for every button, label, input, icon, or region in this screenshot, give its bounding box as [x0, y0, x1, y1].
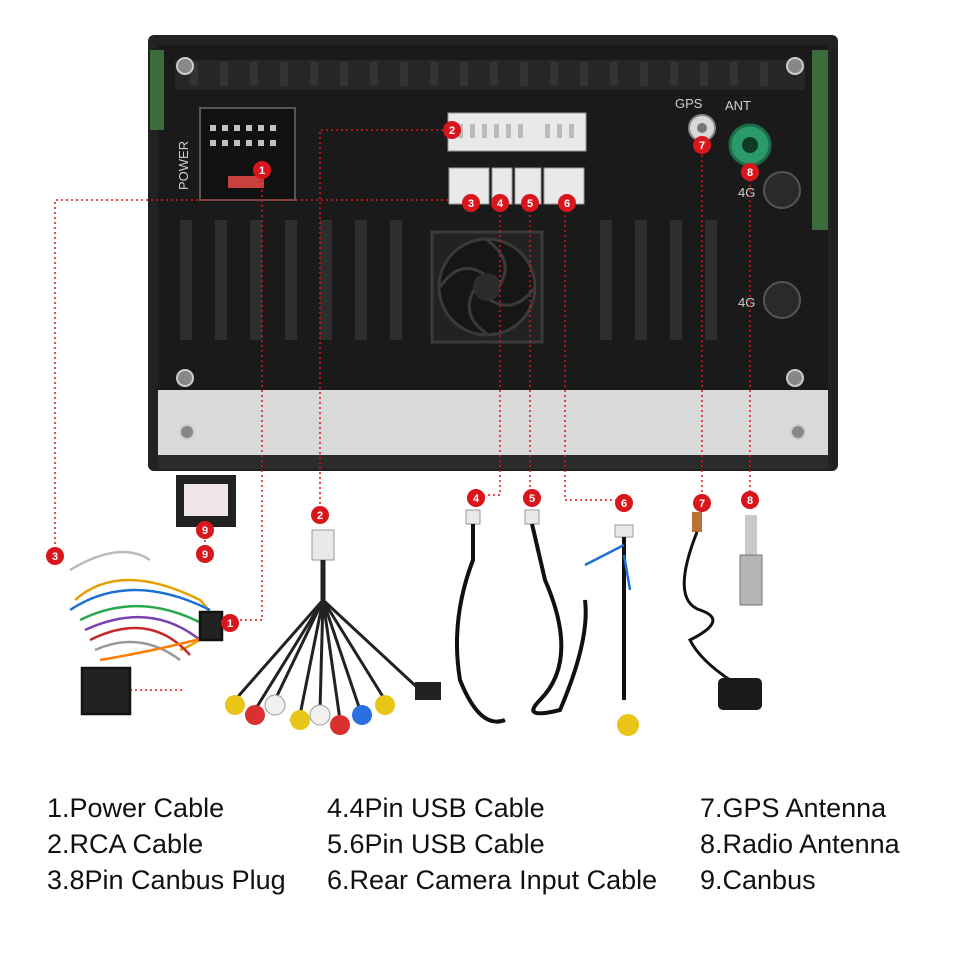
marker-7-cable: 7 — [693, 494, 711, 512]
legend-column-1: 1.Power Cable 2.RCA Cable 3.8Pin Canbus … — [47, 790, 286, 898]
svg-text:2: 2 — [317, 510, 323, 522]
legend-item-4pin-usb: 4.4Pin USB Cable — [327, 793, 545, 823]
marker-7: 7 — [693, 136, 711, 154]
marker-3-cable: 3 — [46, 547, 64, 565]
marker-3: 3 — [462, 194, 480, 212]
legend-item-canbus: 9.Canbus — [700, 865, 816, 895]
rear-camera-cable — [584, 524, 639, 736]
svg-text:7: 7 — [699, 498, 705, 510]
marker-2-cable: 2 — [311, 506, 329, 524]
lte-bottom-label: 4G — [738, 295, 755, 310]
svg-text:7: 7 — [699, 140, 705, 152]
svg-text:3: 3 — [52, 551, 58, 563]
cooling-fan — [430, 230, 544, 344]
power-harness — [69, 550, 224, 716]
number-markers: 1 2 3 4 5 6 7 8 9 2 3 9 1 4 5 6 7 8 — [46, 121, 759, 632]
legend-item-canbus-plug: 3.8Pin Canbus Plug — [47, 865, 286, 895]
svg-text:3: 3 — [468, 198, 474, 210]
svg-text:8: 8 — [747, 167, 753, 179]
marker-5-cable: 5 — [523, 489, 541, 507]
canbus-module — [176, 475, 236, 527]
leader-lines — [54, 129, 751, 691]
svg-text:8: 8 — [747, 495, 753, 507]
radio-antenna-port — [728, 123, 772, 167]
svg-text:9: 9 — [202, 525, 208, 537]
radio-antenna-adapter — [739, 515, 763, 606]
marker-1: 1 — [253, 161, 271, 179]
marker-8-cable: 8 — [741, 491, 759, 509]
legend-column-3: 7.GPS Antenna 8.Radio Antenna 9.Canbus — [700, 790, 900, 898]
legend-item-rca-cable: 2.RCA Cable — [47, 829, 204, 859]
marker-9-cable: 9 — [196, 545, 214, 563]
svg-text:2: 2 — [449, 125, 455, 137]
marker-2: 2 — [443, 121, 461, 139]
marker-9: 9 — [196, 521, 214, 539]
power-connector — [199, 107, 296, 201]
svg-text:4: 4 — [473, 493, 480, 505]
gps-label: GPS — [675, 96, 703, 111]
svg-text:6: 6 — [621, 498, 627, 510]
marker-8: 8 — [741, 163, 759, 181]
gps-antenna — [682, 512, 762, 710]
rca-harness — [225, 529, 441, 735]
marker-4-cable: 4 — [467, 489, 485, 507]
rca-connector — [447, 112, 587, 152]
screw-icon — [176, 57, 806, 440]
usb-cable-6pin — [524, 509, 588, 716]
marker-1-cable: 1 — [221, 614, 239, 632]
svg-text:4: 4 — [497, 198, 504, 210]
lte-port — [763, 171, 801, 319]
svg-text:1: 1 — [227, 618, 233, 630]
power-label: POWER — [176, 141, 191, 190]
legend-item-power-cable: 1.Power Cable — [47, 793, 225, 823]
marker-6: 6 — [558, 194, 576, 212]
heat-sink — [175, 60, 805, 340]
head-unit-rear: POWER — [148, 35, 838, 471]
legend-column-2: 4.4Pin USB Cable 5.6Pin USB Cable 6.Rear… — [327, 790, 657, 898]
svg-text:6: 6 — [564, 198, 570, 210]
legend-item-radio-antenna: 8.Radio Antenna — [700, 829, 900, 859]
usb-cable-4pin — [455, 509, 506, 724]
svg-text:9: 9 — [202, 549, 208, 561]
legend-item-rear-camera: 6.Rear Camera Input Cable — [327, 865, 658, 895]
legend-item-6pin-usb: 5.6Pin USB Cable — [327, 829, 545, 859]
legend-item-gps-antenna: 7.GPS Antenna — [700, 793, 887, 823]
marker-4: 4 — [491, 194, 509, 212]
marker-5: 5 — [521, 194, 539, 212]
svg-text:1: 1 — [259, 165, 265, 177]
svg-text:5: 5 — [527, 198, 533, 210]
ant-label: ANT — [725, 98, 751, 113]
lte-top-label: 4G — [738, 185, 755, 200]
wiring-diagram: POWER — [46, 35, 838, 736]
connector-row — [448, 167, 585, 205]
svg-text:5: 5 — [529, 493, 535, 505]
marker-6-cable: 6 — [615, 494, 633, 512]
